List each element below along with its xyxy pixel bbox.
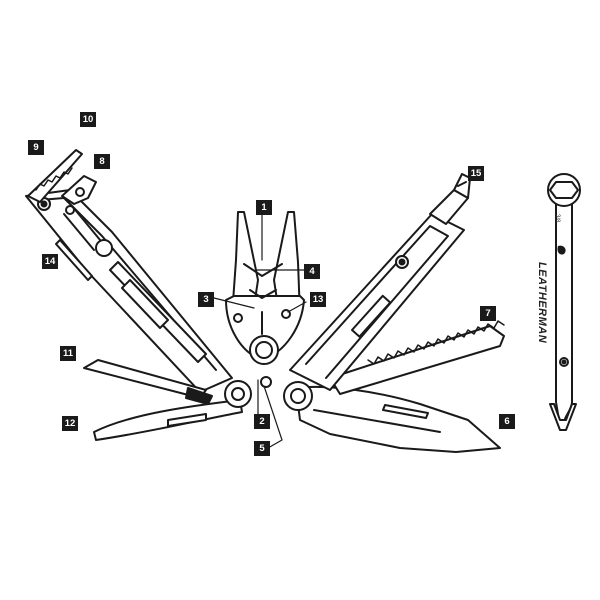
leader-3 <box>213 297 255 309</box>
right-pivot-inner <box>290 388 306 404</box>
callout-13: 13 <box>310 292 326 307</box>
callout-10: 10 <box>80 112 96 127</box>
bit-key-fork <box>549 403 577 431</box>
can-opener <box>27 149 83 203</box>
brand-logo-text: LEATHERMAN <box>536 262 548 344</box>
callout-5: 5 <box>254 441 270 456</box>
knife-blade-groove <box>382 404 429 419</box>
callout-12: 12 <box>62 416 78 431</box>
left-handle-inner <box>39 197 217 371</box>
center-pivot <box>260 376 272 388</box>
callout-11: 11 <box>60 346 76 361</box>
bit-key-hex <box>549 181 579 199</box>
callout-14: 14 <box>42 254 58 269</box>
callout-9: 9 <box>28 140 44 155</box>
saw-blade <box>329 325 505 395</box>
callout-3: 3 <box>198 292 214 307</box>
can-opener-teeth <box>35 167 73 191</box>
knife-blade-edge <box>313 409 441 433</box>
plier-crimper <box>249 289 277 299</box>
callout-7: 7 <box>480 306 496 321</box>
plier-screw-left <box>233 313 243 323</box>
callout-15: 15 <box>468 166 484 181</box>
callout-8: 8 <box>94 154 110 169</box>
callout-4: 4 <box>304 264 320 279</box>
left-handle-hole <box>95 239 113 257</box>
leader-13 <box>287 301 307 313</box>
awl-tool <box>83 359 207 399</box>
knife-blade <box>295 385 501 453</box>
right-handle-slot <box>351 294 392 338</box>
left-handle-clip <box>55 239 93 281</box>
left-handle-pad <box>121 279 169 329</box>
callout-1: 1 <box>256 200 272 215</box>
bit-key-logo <box>557 245 566 255</box>
callout-2: 2 <box>254 414 270 429</box>
leader-5 <box>263 385 283 449</box>
left-pivot-inner <box>231 387 245 401</box>
bit-key-size-label: 3/8 <box>554 214 560 223</box>
saw-teeth <box>367 320 505 365</box>
plier-pivot-inner <box>255 341 273 359</box>
serrated-blade-groove <box>167 413 207 427</box>
callout-6: 6 <box>499 414 515 429</box>
left-handle-screw <box>65 205 75 215</box>
plier-wire-cutter <box>243 263 283 277</box>
